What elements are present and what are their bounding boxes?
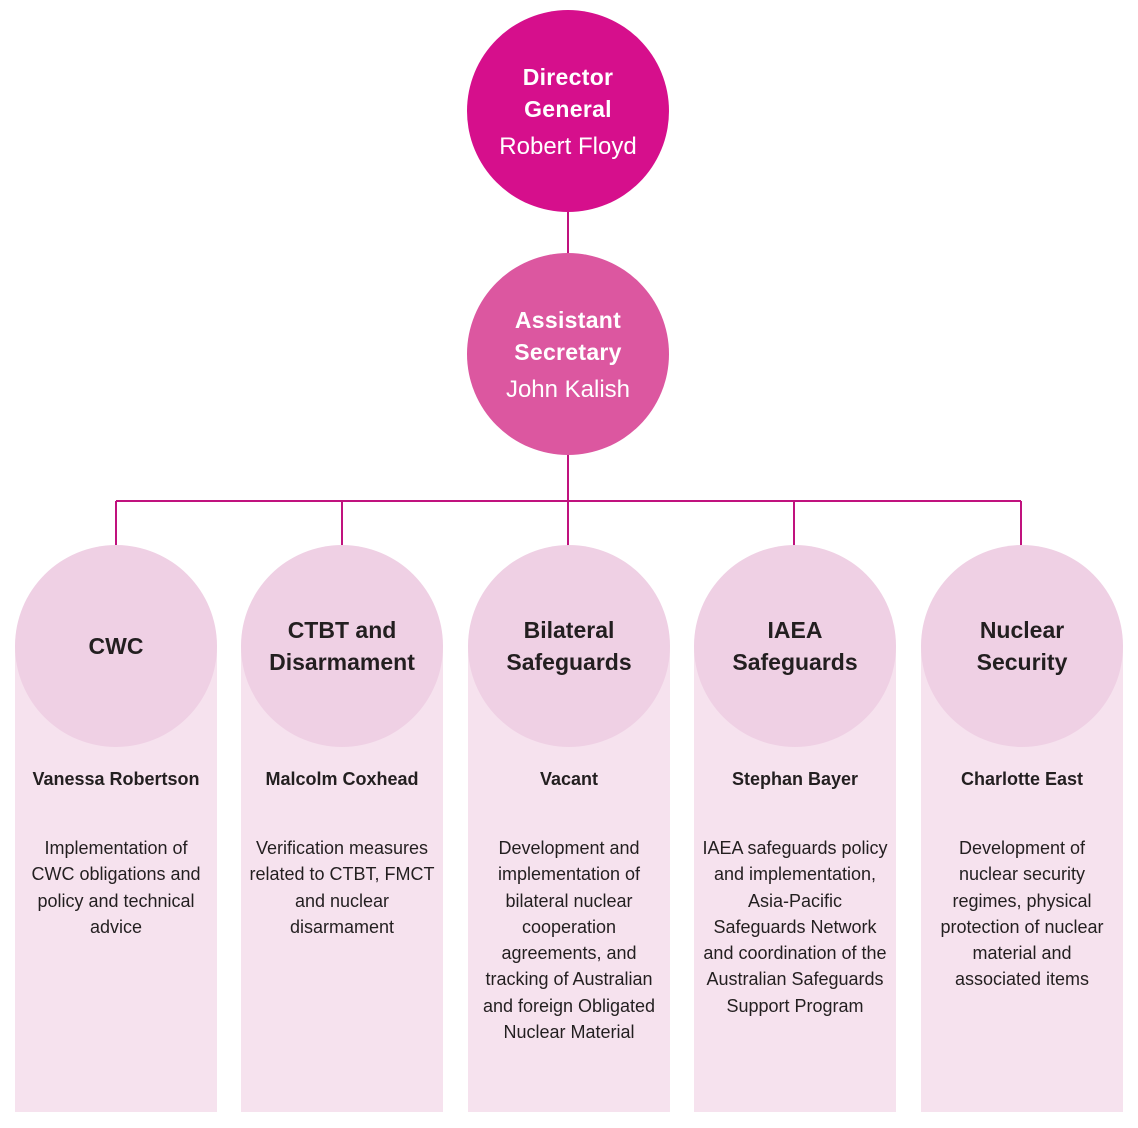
section-bilateral-safeguards: Bilateral Safeguards Vacant Development …	[468, 545, 670, 1112]
assistant-secretary-node: Assistant Secretary John Kalish	[467, 253, 669, 455]
section-circle: CTBT and Disarmament	[241, 545, 443, 747]
director-name: Robert Floyd	[499, 133, 637, 160]
section-title: IAEA Safeguards	[732, 617, 858, 675]
section-circle: Bilateral Safeguards	[468, 545, 670, 747]
section-head: Malcolm Coxhead	[265, 769, 419, 789]
section-description: IAEA safeguards policy and implementatio…	[702, 838, 888, 1016]
section-title: CTBT and Disarmament	[269, 617, 415, 675]
section-cwc: CWC Vanessa Robertson Implementation of …	[15, 545, 217, 1112]
section-description: Implementation of CWC obligations and po…	[31, 838, 201, 937]
section-iaea-safeguards: IAEA Safeguards Stephan Bayer IAEA safeg…	[694, 545, 896, 1112]
section-description: Verification measures related to CTBT, F…	[249, 838, 435, 937]
director-general-node: Director General Robert Floyd	[467, 10, 669, 212]
section-head: Vanessa Robertson	[32, 769, 200, 789]
section-head: Stephan Bayer	[731, 769, 859, 789]
section-circle: IAEA Safeguards	[694, 545, 896, 747]
section-description: Development and implementation of bilate…	[482, 838, 656, 1043]
assistant-name: John Kalish	[505, 376, 631, 403]
assistant-role: Assistant Secretary	[514, 307, 622, 365]
section-head: Charlotte East	[960, 769, 1084, 789]
section-ctbt-disarmament: CTBT and Disarmament Malcolm Coxhead Ver…	[241, 545, 443, 1112]
section-head: Vacant	[539, 769, 599, 789]
section-description: Development of nuclear security regimes,…	[940, 838, 1104, 990]
section-nuclear-security: Nuclear Security Charlotte East Developm…	[921, 545, 1123, 1112]
section-title: Nuclear Security	[976, 617, 1068, 675]
section-circle: CWC	[15, 545, 217, 747]
section-circle: Nuclear Security	[921, 545, 1123, 747]
section-title: Bilateral Safeguards	[506, 617, 632, 675]
section-title: CWC	[88, 633, 144, 659]
director-role: Director General	[522, 64, 614, 122]
